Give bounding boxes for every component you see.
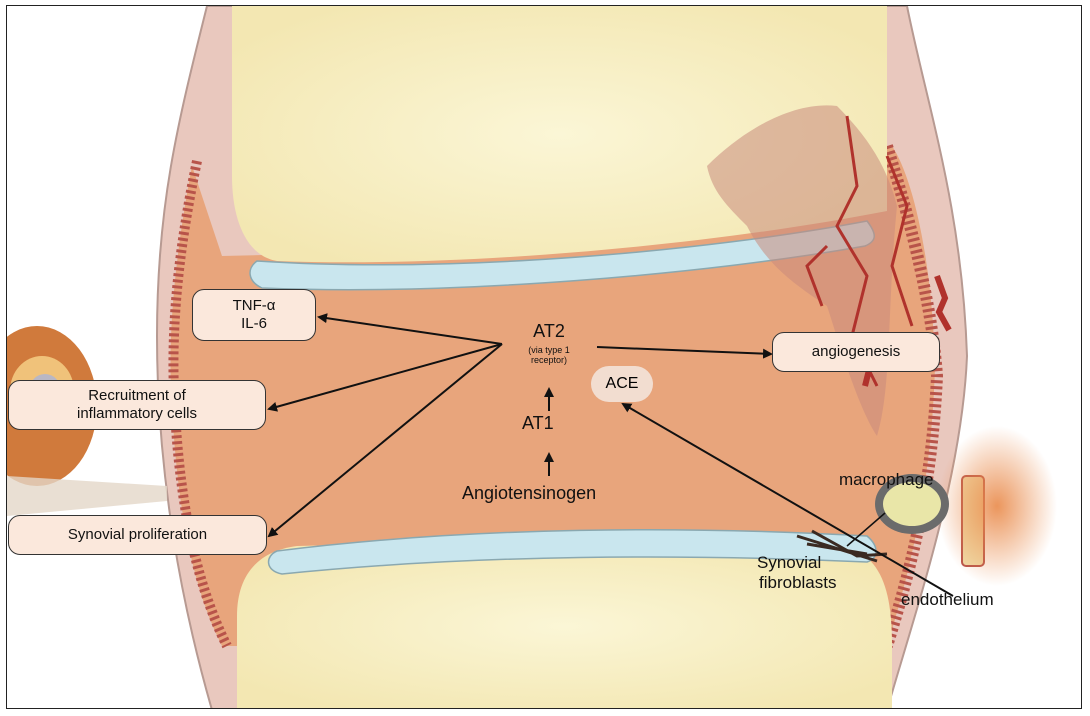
tnf-il6-box: TNF-α IL-6 bbox=[192, 289, 316, 341]
ace-node: ACE bbox=[591, 366, 653, 402]
tnf-label: TNF-α bbox=[233, 297, 276, 315]
endothelium-label: endothelium bbox=[901, 590, 994, 610]
il6-label: IL-6 bbox=[241, 315, 267, 333]
at2-label: AT2 bbox=[517, 321, 581, 342]
adjacent-tendon bbox=[7, 476, 167, 516]
angiotensinogen-label: Angiotensinogen bbox=[462, 483, 596, 504]
ace-label: ACE bbox=[606, 375, 639, 393]
synovial-fibroblasts-line1: Synovial bbox=[757, 553, 836, 573]
at2-note-line2: receptor) bbox=[502, 355, 596, 365]
at1-label: AT1 bbox=[522, 413, 554, 434]
synovial-proliferation-box: Synovial proliferation bbox=[8, 515, 267, 555]
synovial-proliferation-label: Synovial proliferation bbox=[68, 526, 207, 544]
synovial-fibroblasts-label: Synovial fibroblasts bbox=[757, 553, 836, 593]
synovial-fibroblasts-line2: fibroblasts bbox=[759, 573, 836, 593]
recruitment-box: Recruitment of inflammatory cells bbox=[8, 380, 266, 430]
angiogenesis-label: angiogenesis bbox=[812, 343, 900, 361]
at2-title: AT2 bbox=[533, 321, 565, 341]
diagram-frame: TNF-α IL-6 Recruitment of inflammatory c… bbox=[6, 5, 1082, 709]
at2-note-line1: (via type 1 bbox=[502, 345, 596, 355]
recruitment-line1: Recruitment of bbox=[88, 387, 186, 405]
recruitment-line2: inflammatory cells bbox=[77, 405, 197, 423]
inflammation-glow bbox=[937, 426, 1057, 586]
macrophage-label: macrophage bbox=[839, 470, 934, 490]
angiogenesis-box: angiogenesis bbox=[772, 332, 940, 372]
at2-note: (via type 1 receptor) bbox=[502, 345, 596, 365]
